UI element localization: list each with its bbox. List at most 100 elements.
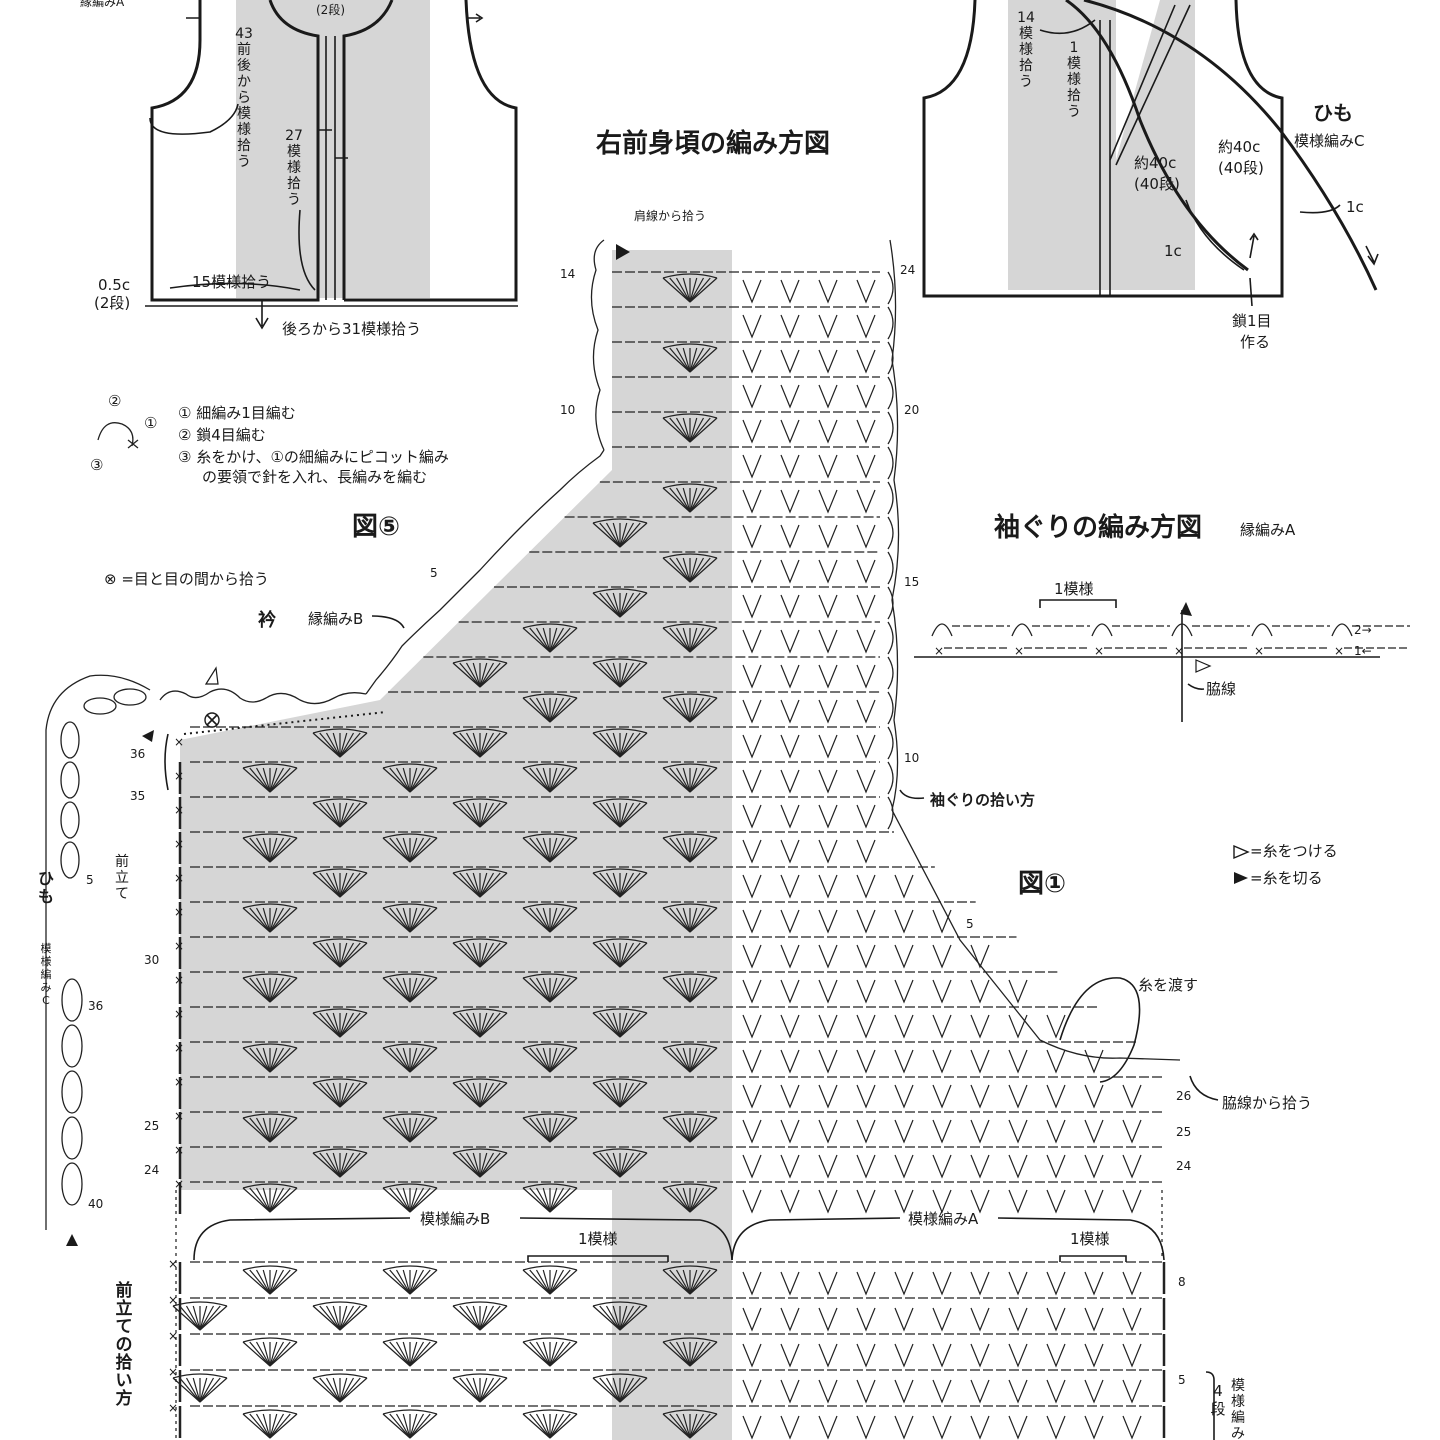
row-number: 25 — [144, 1119, 159, 1133]
row-number: 15 — [904, 575, 919, 589]
v-stitch — [780, 874, 800, 899]
chart-single-crochet-marks: ××××××××××××××××××× — [168, 735, 184, 1415]
row36-cut-marker — [142, 730, 154, 742]
v-stitch — [1008, 1307, 1028, 1332]
cut-yarn-icon — [1234, 872, 1248, 884]
tie-link — [83, 697, 117, 715]
fan-stitch — [522, 1265, 578, 1295]
v-stitch — [742, 1119, 762, 1144]
fig1-pick-1-vertical: 1模様拾う — [1067, 40, 1081, 120]
tie-side-char: も — [38, 887, 54, 906]
v-stitch — [780, 1014, 800, 1039]
v-stitch — [780, 909, 800, 934]
v-stitch — [1046, 1119, 1066, 1144]
v-stitch — [1084, 1271, 1104, 1296]
fan-stitch — [592, 588, 648, 618]
fan-stitch — [662, 1183, 718, 1213]
v-stitch — [856, 874, 876, 899]
tie-link — [113, 688, 147, 706]
fan-stitch — [242, 1183, 298, 1213]
v-stitch — [780, 804, 800, 829]
fan-stitch — [522, 623, 578, 653]
front-pick-char: 方 — [116, 1388, 133, 1409]
v-stitch — [1046, 1271, 1066, 1296]
fig5-title: 図⑤ — [352, 512, 400, 542]
v-stitch — [932, 1154, 952, 1179]
fan-stitch — [662, 833, 718, 863]
v-stitch — [742, 664, 762, 689]
v-stitch — [1008, 1379, 1028, 1404]
v-stitch — [780, 699, 800, 724]
fan-stitch — [452, 728, 508, 758]
v-stitch — [818, 699, 838, 724]
fan-stitch — [662, 1113, 718, 1143]
pattern-a-bracket — [731, 1217, 1165, 1261]
fig5-leader-15 — [169, 282, 301, 291]
v-stitch — [742, 314, 762, 339]
v-stitch — [742, 979, 762, 1004]
sc-x-mark: × — [168, 1257, 178, 1271]
v-stitch — [1084, 1119, 1104, 1144]
edge-stitch — [887, 446, 894, 480]
v-stitch — [1084, 1379, 1104, 1404]
edge-stitch — [887, 551, 894, 585]
v-stitch — [818, 349, 838, 374]
bottom-right-rows: 4段 — [1210, 1382, 1225, 1418]
attach-yarn-label: =糸をつける — [1250, 842, 1338, 860]
tie-outline-line — [45, 674, 151, 1230]
collar-attach-marker — [204, 666, 219, 685]
v-stitch — [932, 909, 952, 934]
fig5-pick43-char: か — [237, 74, 251, 90]
v-stitch — [970, 1343, 990, 1368]
fig1-shaded-panel-2 — [1116, 0, 1195, 290]
v-stitch — [856, 1415, 876, 1440]
v-stitch — [1122, 1084, 1142, 1109]
v-stitch — [856, 279, 876, 304]
picot-line-3: ③ 糸をかけ、①の細編みにピコット編み — [178, 448, 449, 466]
picot-symbol — [97, 422, 134, 447]
armhole-x-mark: × — [1014, 644, 1024, 658]
tie-stitch-char: 編 — [41, 967, 52, 981]
br-stitch-char: み — [1231, 1426, 1245, 1440]
v-stitch — [742, 1154, 762, 1179]
v-stitch — [742, 1379, 762, 1404]
v-stitch — [818, 1271, 838, 1296]
fan-stitch — [522, 763, 578, 793]
fan-stitch — [312, 1148, 368, 1178]
fan-stitch — [592, 518, 648, 548]
sc-x-mark: × — [174, 1041, 184, 1055]
fan-stitch — [242, 833, 298, 863]
fig1-shaded-panel — [1008, 0, 1116, 290]
fan-stitch — [662, 1409, 718, 1439]
pattern-b-bracket — [193, 1217, 733, 1261]
v-stitch — [856, 384, 876, 409]
one-a-bracket — [1059, 1255, 1127, 1262]
v-stitch — [1122, 1119, 1142, 1144]
fan-stitch — [522, 1183, 578, 1213]
shoulder-cut-marker — [616, 244, 630, 260]
v-stitch — [970, 1084, 990, 1109]
fig5-vest-schematic: 縁編みA (2段) 0.5c (2段) 15模様拾う 後ろから31模様拾う 43… — [80, 0, 518, 338]
fig5-shaded-panel — [236, 0, 430, 298]
fan-stitch — [452, 1148, 508, 1178]
v-stitch — [856, 629, 876, 654]
edge-stitch — [887, 376, 894, 410]
fig5-pick-arrow — [255, 300, 269, 330]
neckline-edge — [365, 449, 605, 695]
v-stitch — [818, 1343, 838, 1368]
row-number: 40 — [88, 1197, 103, 1211]
fan-stitch — [382, 1409, 438, 1439]
v-stitch — [894, 874, 914, 899]
v-stitch — [818, 1415, 838, 1440]
v-stitch — [742, 1271, 762, 1296]
v-stitch — [894, 1343, 914, 1368]
tie-link — [61, 1116, 83, 1160]
fan-stitch — [452, 1301, 508, 1331]
fan-stitch — [242, 1265, 298, 1295]
fan-stitch — [452, 1373, 508, 1403]
v-stitch — [1122, 1307, 1142, 1332]
v-stitch — [856, 1189, 876, 1214]
one-a-label: 1模様 — [1070, 1230, 1110, 1248]
fan-stitch — [522, 1409, 578, 1439]
